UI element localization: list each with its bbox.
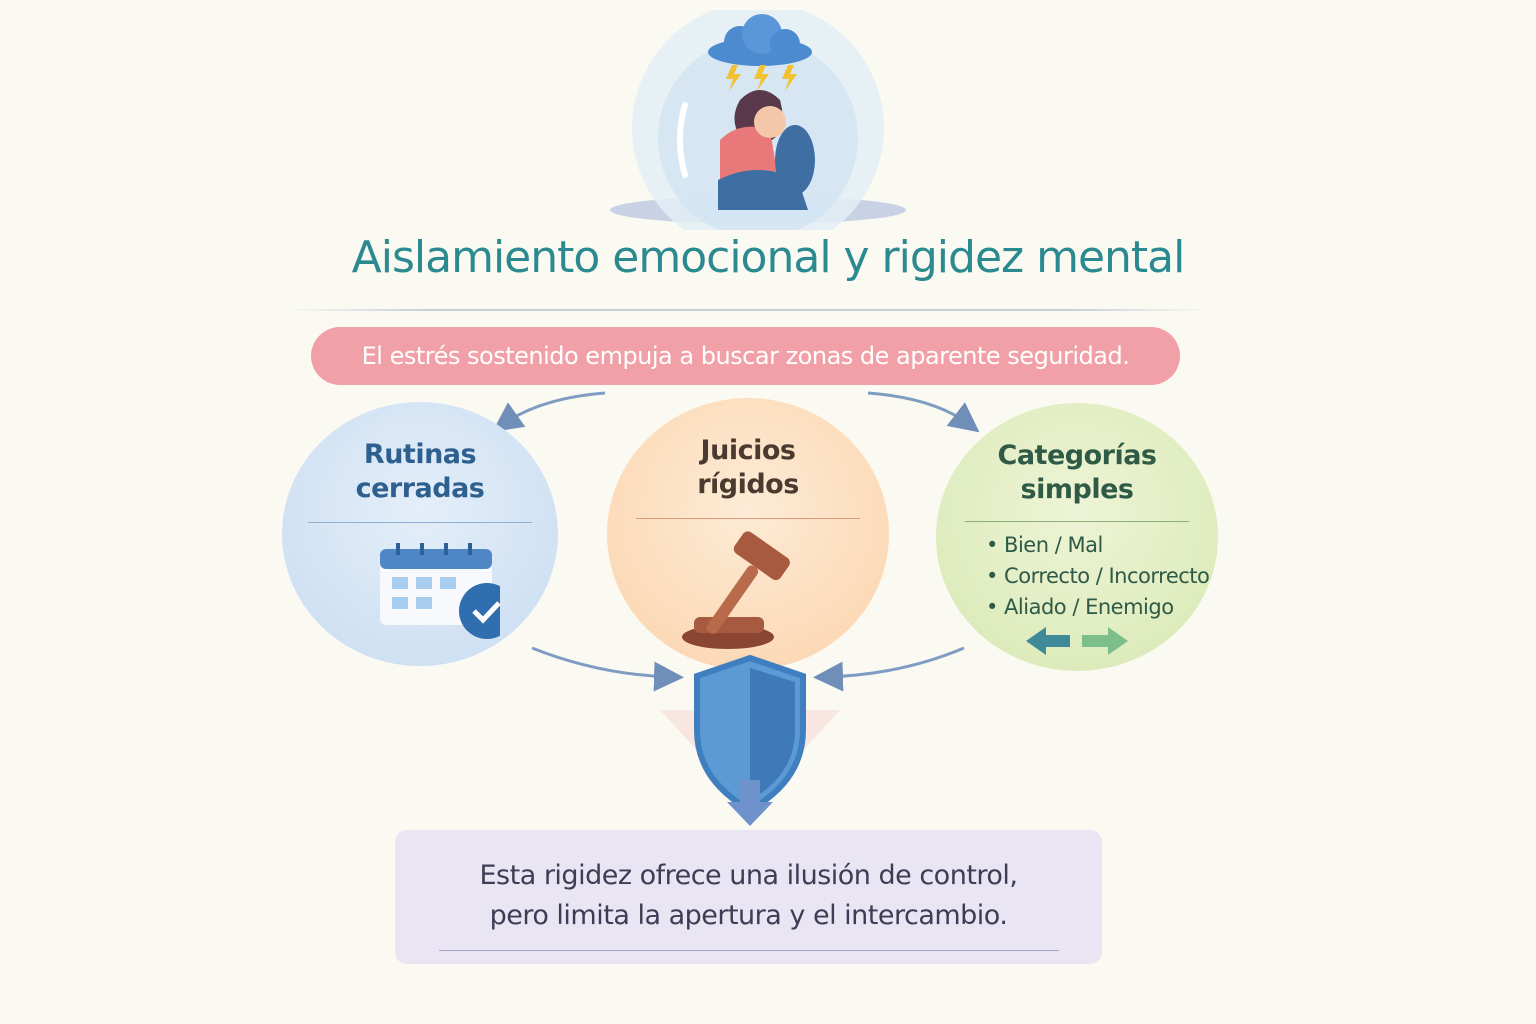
stress-banner: El estrés sostenido empuja a buscar zona… (311, 327, 1180, 385)
conclusion-line2: pero limita la apertura y el intercambio… (489, 900, 1008, 931)
storm-cloud-icon (708, 14, 812, 91)
circle-title-line2: simples (1020, 474, 1134, 505)
title-divider (285, 309, 1210, 311)
gavel-icon (682, 531, 790, 649)
circle-title-line1: Juicios (700, 435, 796, 466)
isolated-person-bubble-illustration (610, 10, 906, 230)
arrow-left-shield (531, 646, 684, 692)
conclusion-box: Esta rigidez ofrece una ilusión de contr… (395, 830, 1102, 964)
circle-title-line1: Categorías (997, 440, 1158, 471)
circle-juicios-rigidos: Juicios rígidos (607, 398, 889, 670)
page-title: Aislamiento emocional y rigidez mental (351, 232, 1186, 283)
calendar-check-icon (380, 543, 515, 639)
circle-title-line2: rígidos (697, 469, 799, 500)
conclusion-divider (438, 950, 1059, 951)
circle-title-line1: Rutinas (363, 439, 477, 470)
circle-title-line2: cerradas (355, 473, 485, 504)
conclusion-line1: Esta rigidez ofrece una ilusión de contr… (479, 860, 1018, 891)
circle-rutinas-cerradas: Rutinas cerradas (282, 402, 558, 666)
arrow-left-top (492, 391, 606, 432)
arrow-right-top (867, 391, 980, 433)
shield-icon (660, 654, 840, 826)
circle-categorias-simples: Categorías simples • Bien / Mal • Correc… (936, 403, 1218, 671)
bullet-item: • Bien / Mal (986, 533, 1103, 557)
bullet-item: • Aliado / Enemigo (986, 595, 1174, 619)
bullet-item: • Correcto / Incorrecto (986, 564, 1210, 588)
left-right-arrows-icon (1026, 627, 1128, 655)
